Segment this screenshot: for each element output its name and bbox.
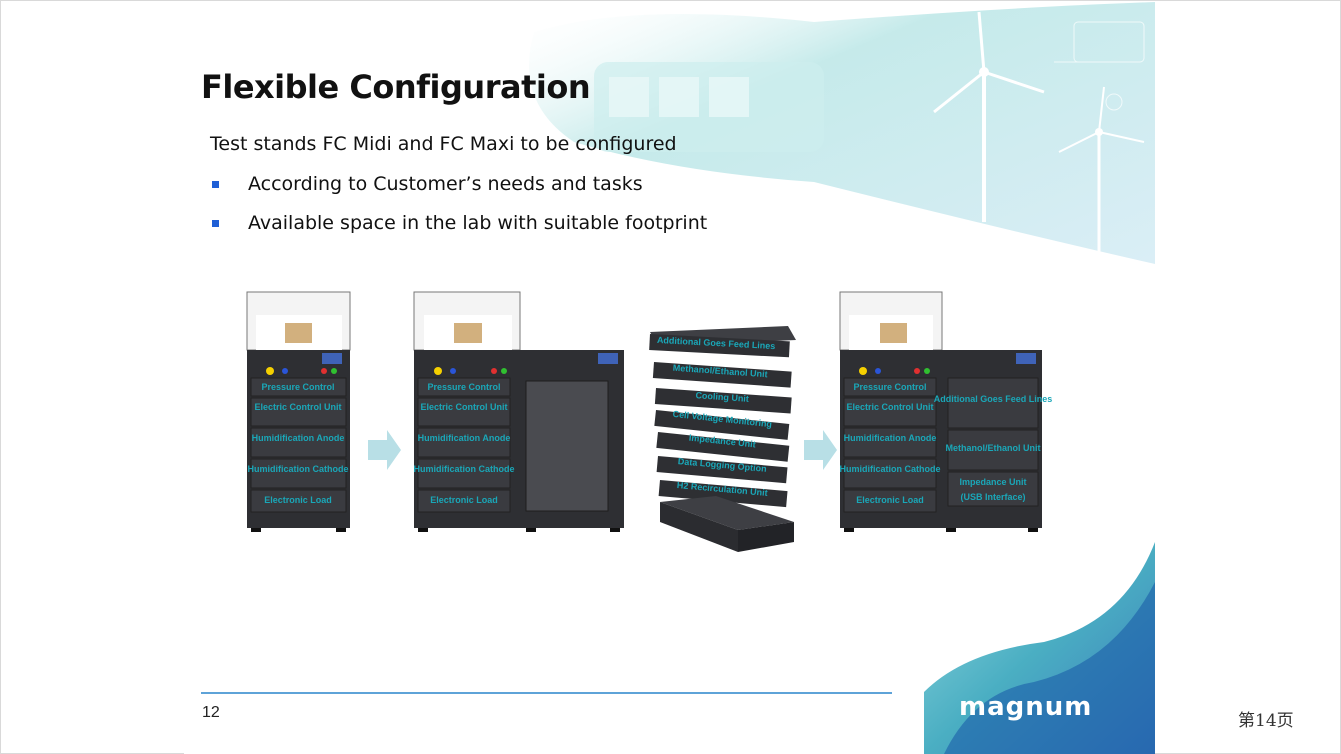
module-label: Humidification Anode xyxy=(844,433,937,443)
slide-title: Flexible Configuration xyxy=(201,68,591,106)
module-label: Electric Control Unit xyxy=(254,402,341,412)
bullet-marker xyxy=(212,220,219,227)
bullet-text: According to Customer’s needs and tasks xyxy=(248,173,643,195)
background-image-wave xyxy=(924,542,1155,754)
arrow-right-icon xyxy=(368,430,401,470)
module-label: Pressure Control xyxy=(261,382,334,392)
rack-configuration-illustration: Pressure Control Electric Control Unit H… xyxy=(246,291,1053,552)
module-label: Pressure Control xyxy=(427,382,500,392)
module-label: Electronic Load xyxy=(856,495,924,505)
exploded-module-stack: Additional Goes Feed Lines Methanol/Etha… xyxy=(649,326,796,552)
midi-rack-1: Pressure Control Electric Control Unit H… xyxy=(246,291,351,532)
maxi-rack-configured: Pressure Control Electric Control Unit H… xyxy=(839,291,1053,532)
module-label: Humidification Cathode xyxy=(414,464,515,474)
module-label: Electronic Load xyxy=(430,495,498,505)
module-label: Pressure Control xyxy=(853,382,926,392)
viewer-page-indicator: 第14页 xyxy=(1238,711,1294,731)
midi-rack-with-cabinet: Pressure Control Electric Control Unit H… xyxy=(413,291,624,532)
module-label: Humidification Cathode xyxy=(840,464,941,474)
module-label: Humidification Anode xyxy=(252,433,345,443)
footer-divider xyxy=(201,692,892,694)
module-label: Humidification Anode xyxy=(418,433,511,443)
bullet-text: Available space in the lab with suitable… xyxy=(248,212,708,234)
magnum-logo: magnum xyxy=(959,692,1093,722)
stack-module-label: Cooling Unit xyxy=(695,390,749,404)
bullet-marker xyxy=(212,181,219,188)
slide-page-number: 12 xyxy=(202,704,220,721)
module-label: Humidification Cathode xyxy=(248,464,349,474)
arrow-right-icon xyxy=(804,430,837,470)
module-label: Electric Control Unit xyxy=(420,402,507,412)
module-label: Impedance Unit xyxy=(959,477,1026,487)
background-image-bus-windmills xyxy=(529,2,1155,264)
module-label: Electronic Load xyxy=(264,495,332,505)
module-label: (USB Interface) xyxy=(960,492,1025,502)
module-label: Additional Goes Feed Lines xyxy=(934,394,1053,404)
module-label: Methanol/Ethanol Unit xyxy=(946,443,1041,453)
slide-subtitle: Test stands FC Midi and FC Maxi to be co… xyxy=(210,133,677,155)
slide: Flexible Configuration Test stands FC Mi… xyxy=(184,2,1155,754)
module-label: Electric Control Unit xyxy=(846,402,933,412)
